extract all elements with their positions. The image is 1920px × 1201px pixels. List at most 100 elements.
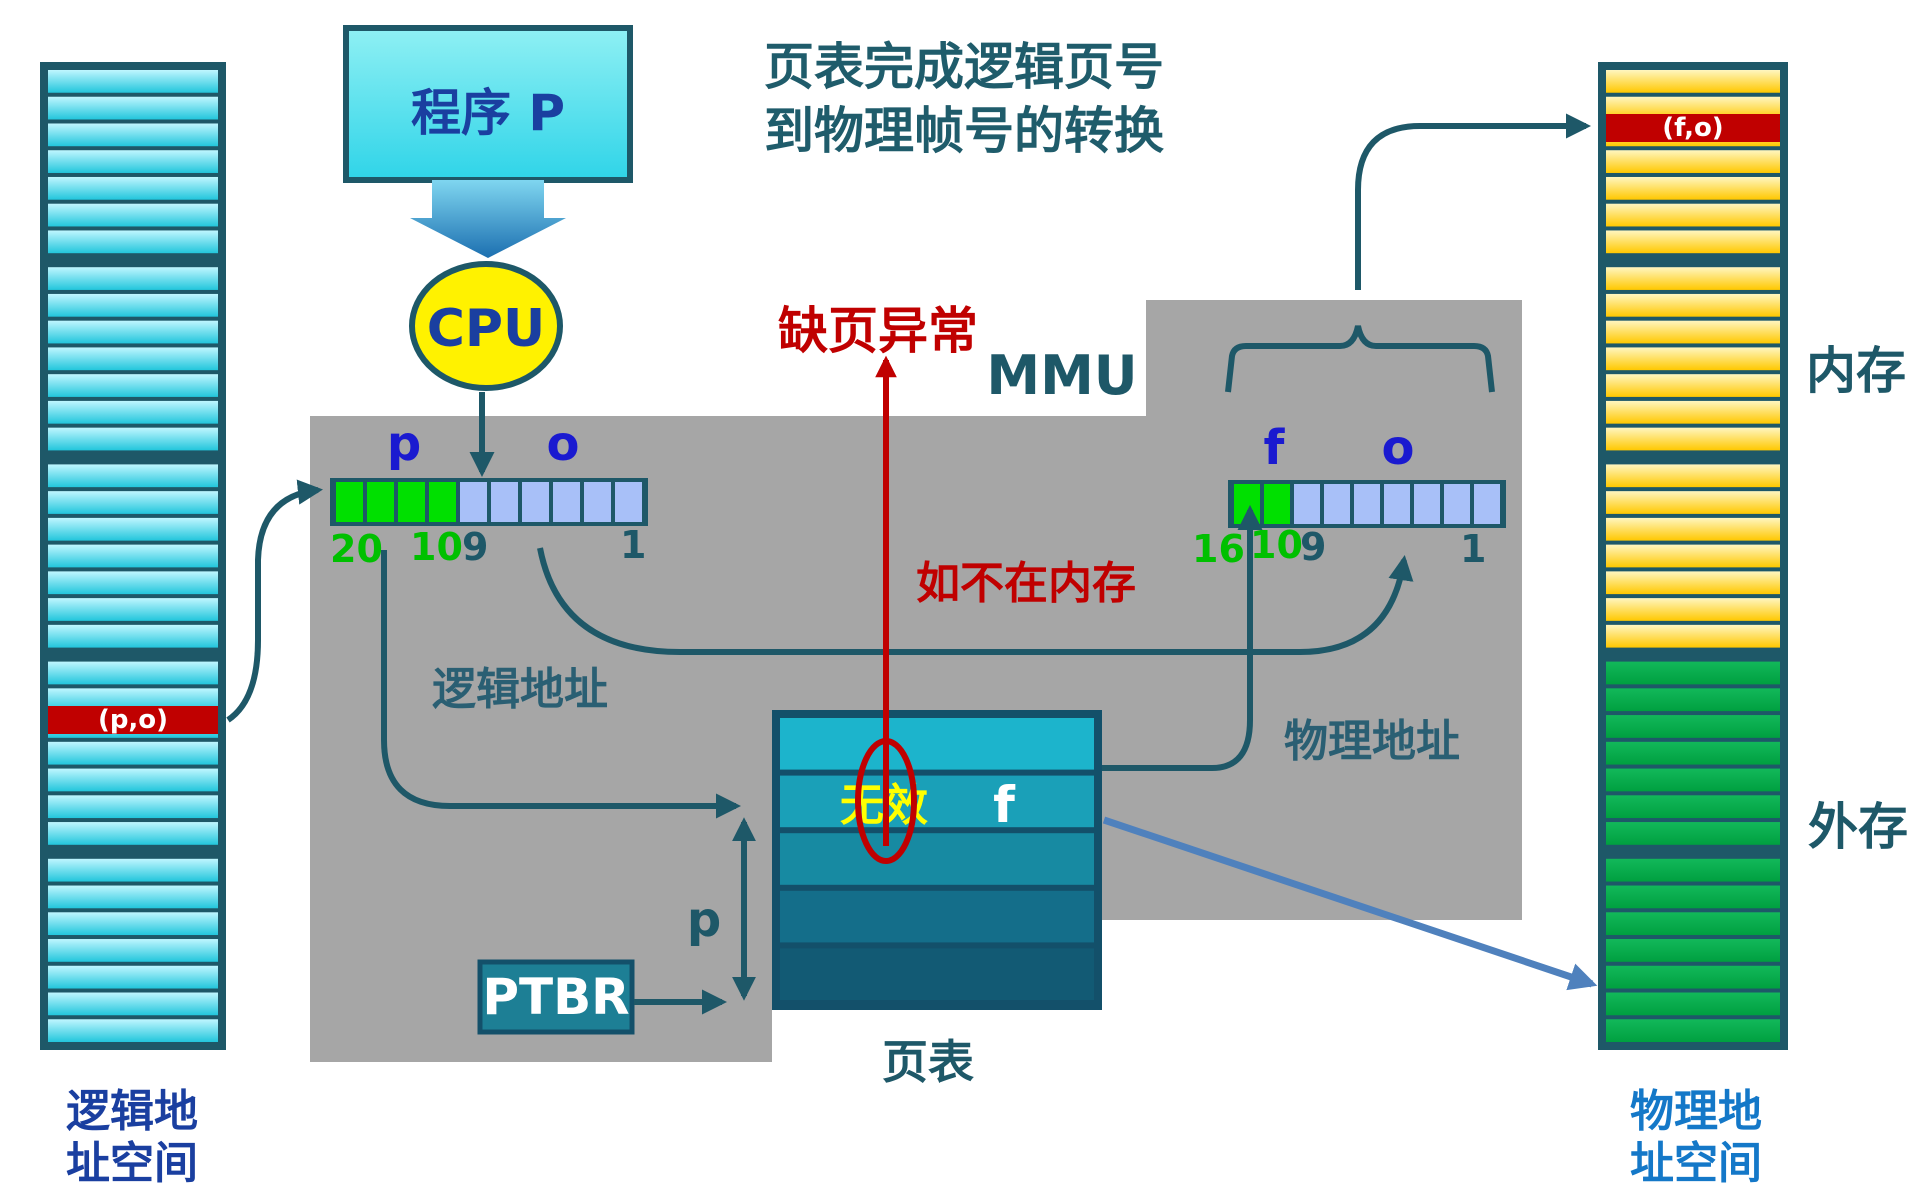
logical-page-stripe (48, 203, 218, 227)
disk-block-stripe (1606, 858, 1780, 882)
page-offset-p-label: p (687, 892, 721, 948)
disk-block-stripe (1606, 768, 1780, 792)
logical-page-stripe (48, 464, 218, 488)
logical-space-label-line1: 逻辑地 (66, 1086, 198, 1137)
program-box (343, 25, 633, 183)
physical-space-label-line2: 址空间 (1630, 1138, 1762, 1189)
memory-frame-stripe (1606, 96, 1780, 120)
cpu-label: CPU (427, 299, 546, 359)
memory-frame-stripe (1606, 150, 1780, 173)
disk-block-stripe (1606, 912, 1780, 936)
physical-bit-9: 9 (1300, 525, 1326, 569)
logical-page-stripe (48, 965, 218, 989)
page-number-to-table-arrow (381, 550, 742, 819)
logical-bit-10: 10 (410, 525, 463, 569)
logical-page-stripe (48, 123, 218, 147)
logical-page-stripe (48, 571, 218, 595)
memory-frame-stripe (1606, 571, 1780, 595)
logical-page-stripe (48, 992, 218, 1016)
memory-frame-stripe (1606, 491, 1780, 514)
logical-page-stripe (48, 320, 218, 344)
page-bit-cell (367, 482, 394, 522)
page-table-to-disk-arrow (1102, 816, 1598, 991)
page-table-entry (780, 833, 1094, 885)
logical-page-stripe (48, 230, 218, 254)
logical-page-stripe (48, 661, 218, 685)
memory-frame-stripe (1606, 400, 1780, 424)
physical-space-label-line1: 物理地 (1630, 1086, 1762, 1137)
physical-entry-label: (f,o) (1662, 113, 1723, 143)
frame-to-register-arrow (1102, 504, 1263, 771)
physical-o-label: o (1382, 420, 1415, 476)
memory-frame-stripe (1606, 347, 1780, 371)
logical-page-stripe (48, 741, 218, 765)
memory-frame-stripe (1606, 624, 1780, 648)
logical-page-stripe (48, 176, 218, 200)
logical-page-stripe (48, 347, 218, 371)
logical-page-stripe (48, 96, 218, 120)
offset-bit-cell (1294, 484, 1320, 524)
not-in-memory-label: 如不在内存 (916, 558, 1136, 609)
logical-page-stripe (48, 427, 218, 451)
memory-frame-stripe (1606, 544, 1780, 568)
offset-bit-cell (1324, 484, 1350, 524)
physical-address-space (1598, 62, 1788, 1050)
logical-page-stripe (48, 267, 218, 290)
memory-frame-stripe (1606, 267, 1780, 290)
offset-bit-cell (1384, 484, 1410, 524)
offset-bit-cell (460, 482, 487, 522)
physical-f-label: f (1264, 420, 1286, 476)
physical-address-label: 物理地址 (1284, 716, 1460, 767)
disk-block-stripe (1606, 822, 1780, 845)
memory-frame-stripe (1606, 320, 1780, 344)
page-fault-label: 缺页异常 (778, 302, 978, 360)
logical-page-stripe (48, 624, 218, 648)
logical-page-stripe (48, 544, 218, 568)
memory-frame-stripe (1606, 427, 1780, 451)
page-bit-cell (1264, 484, 1290, 524)
physical-entry-bar (1606, 114, 1780, 142)
offset-bit-cell (1354, 484, 1380, 524)
page-table-entry (780, 775, 1094, 828)
physical-bit-1: 1 (1460, 527, 1486, 571)
offset-bit-cell (615, 482, 642, 522)
physical-bit-16: 16 (1192, 527, 1245, 571)
disk-block-stripe (1606, 992, 1780, 1016)
logical-page-stripe (48, 1019, 218, 1042)
memory-frame-stripe (1606, 517, 1780, 541)
logical-entry-to-register-arrow (226, 479, 324, 723)
title-line1: 页表完成逻辑页号 (764, 38, 1164, 96)
logical-page-stripe (48, 795, 218, 819)
logical-page-stripe (48, 70, 218, 93)
logical-page-stripe (48, 822, 218, 845)
logical-address-space (40, 62, 226, 1050)
logical-bit-9: 9 (462, 525, 488, 569)
page-bit-cell (398, 482, 425, 522)
page-bit-cell (336, 482, 363, 522)
physical-address-register (1228, 480, 1506, 528)
logical-p-label: p (387, 416, 421, 472)
page-table-entry (780, 948, 1094, 1000)
cpu-node (409, 261, 563, 391)
logical-page-stripe (48, 293, 218, 317)
disk-block-stripe (1606, 1019, 1780, 1042)
physical-address-brace (1225, 325, 1495, 393)
logical-page-stripe (48, 517, 218, 541)
offset-bit-cell (584, 482, 611, 522)
memory-frame-stripe (1606, 293, 1780, 317)
memory-frame-stripe (1606, 464, 1780, 488)
logical-page-stripe (48, 858, 218, 882)
logical-page-stripe (48, 939, 218, 962)
title-line2: 到物理帧号的转换 (764, 102, 1164, 160)
disk-block-stripe (1606, 741, 1780, 765)
disk-label: 外存 (1808, 798, 1908, 856)
disk-block-stripe (1606, 885, 1780, 909)
page-bit-cell (429, 482, 456, 522)
logical-address-label: 逻辑地址 (432, 664, 608, 715)
page-table-f-label: f (993, 776, 1016, 834)
logical-page-stripe (48, 150, 218, 173)
logical-bit-1: 1 (620, 523, 646, 567)
logical-entry-bar (48, 706, 218, 734)
memory-frame-stripe (1606, 176, 1780, 200)
logical-page-stripe (48, 491, 218, 514)
